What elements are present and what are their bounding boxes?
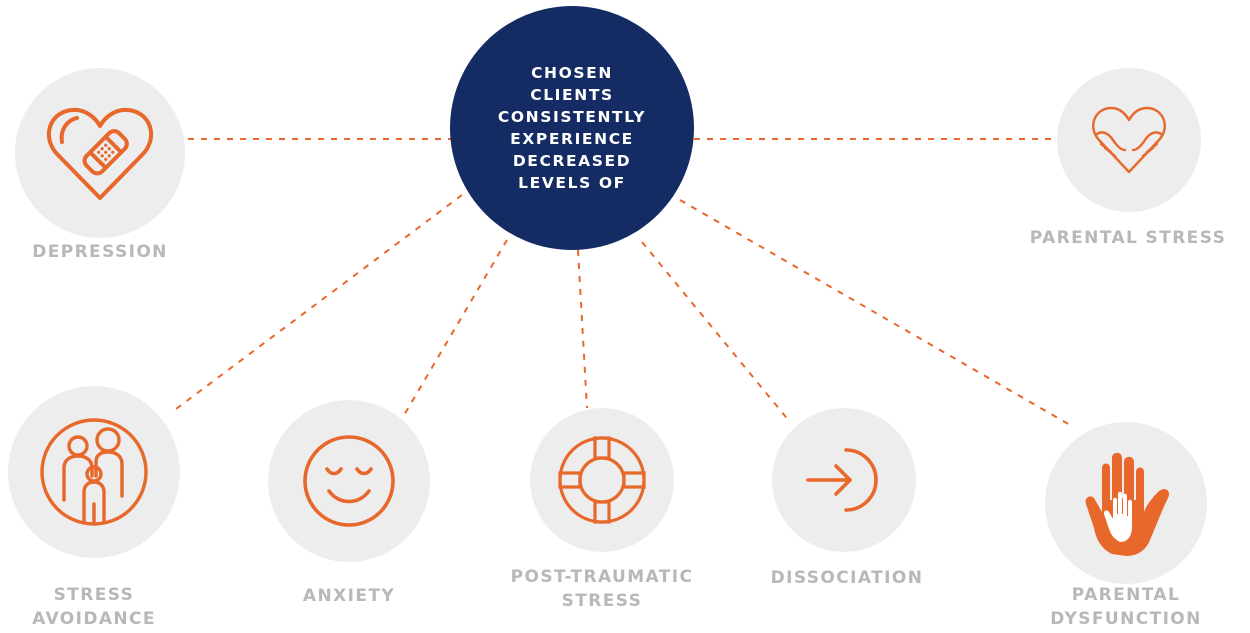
depression-circle [15, 68, 185, 238]
anxiety-label: ANXIETY [229, 584, 469, 608]
label-line: STRESS [53, 585, 135, 605]
parental-stress-label: PARENTAL STRESS [1008, 226, 1248, 250]
post-traumatic-stress-label: POST-TRAUMATIC STRESS [482, 565, 722, 613]
central-hub: CHOSEN CLIENTS CONSISTENTLY EXPERIENCE D… [450, 6, 694, 250]
depression-label: DEPRESSION [0, 240, 220, 264]
hand-in-hand-icon [1085, 452, 1170, 556]
post-traumatic-stress-circle [530, 408, 674, 552]
label-line: PARENTAL STRESS [1029, 228, 1227, 248]
connector-stress-avoidance [171, 194, 463, 413]
sign-in-arrow-icon [806, 448, 878, 512]
connector-anxiety [399, 239, 508, 423]
label-line: ANXIETY [302, 586, 396, 606]
hub-line: CONSISTENTLY [497, 108, 647, 126]
stress-avoidance-label: STRESS AVOIDANCE [0, 583, 214, 631]
smiley-face-icon [303, 435, 395, 527]
family-icon [40, 418, 148, 526]
stress-avoidance-circle [8, 386, 180, 558]
parental-dysfunction-circle [1045, 422, 1207, 584]
anxiety-circle [268, 400, 430, 562]
heart-hands-icon [1092, 106, 1166, 174]
label-line: STRESS [561, 591, 643, 611]
connector-post-traumatic-stress [577, 249, 588, 409]
label-line: AVOIDANCE [32, 609, 156, 629]
label-line: DISSOCIATION [770, 568, 924, 588]
connector-parental-dysfunction [679, 199, 1071, 426]
dissociation-circle [772, 408, 916, 552]
parental-dysfunction-label: PARENTAL DYSFUNCTION [1006, 583, 1246, 631]
connector-dissociation [641, 241, 791, 423]
hub-line: DECREASED [512, 152, 632, 170]
hub-line: EXPERIENCE [510, 130, 634, 148]
label-line: PARENTAL [1071, 585, 1181, 605]
dissociation-label: DISSOCIATION [727, 566, 967, 590]
heart-bandage-icon [46, 107, 154, 200]
hub-line: CHOSEN [531, 64, 613, 82]
parental-stress-circle [1057, 68, 1201, 212]
hub-text: CHOSEN CLIENTS CONSISTENTLY EXPERIENCE D… [467, 62, 677, 194]
label-line: DEPRESSION [32, 242, 168, 262]
label-line: DYSFUNCTION [1050, 609, 1202, 629]
label-line: POST-TRAUMATIC [510, 567, 694, 587]
hub-line: LEVELS OF [518, 174, 626, 192]
life-ring-icon [558, 436, 646, 524]
hub-line: CLIENTS [530, 86, 614, 104]
